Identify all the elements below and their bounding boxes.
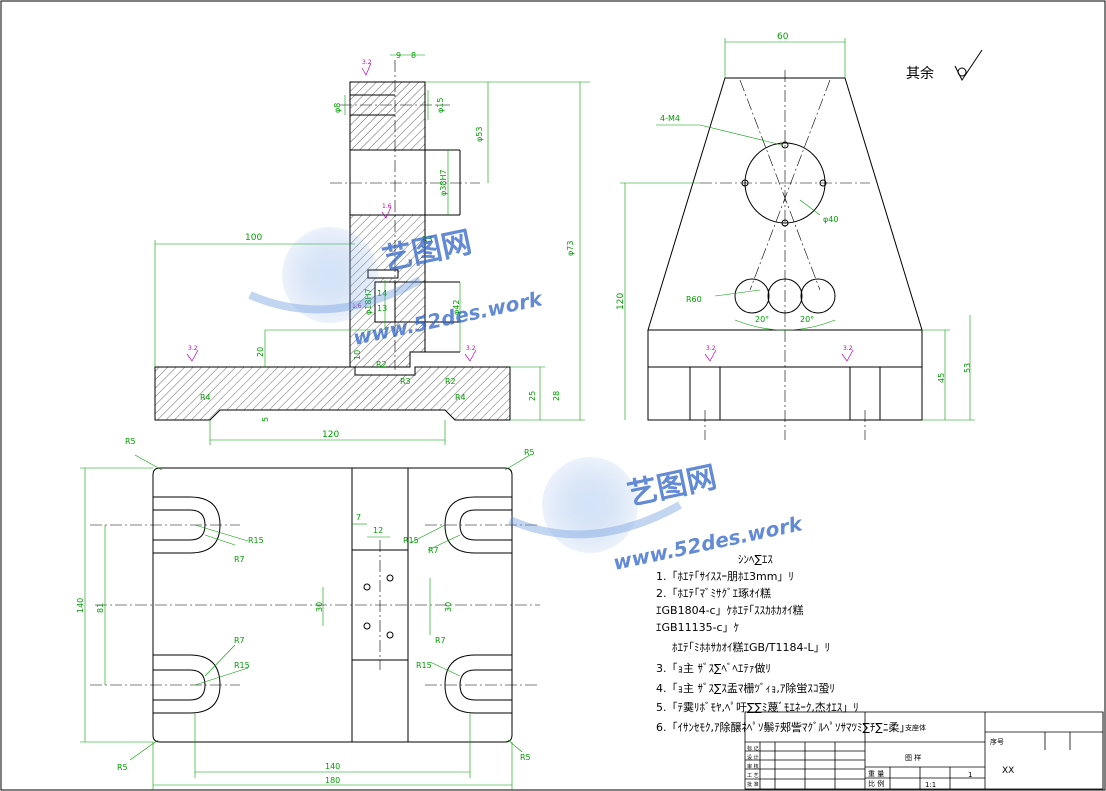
dim-r7-a: R7 [234, 555, 245, 564]
dim-12: 12 [373, 526, 383, 535]
watermark-globe-icon [282, 227, 378, 323]
dim-25: 25 [528, 391, 537, 401]
dim-20: 20 [256, 347, 265, 357]
dim-14: 14 [377, 289, 387, 298]
hole-note-4-m4: 4-M4 [660, 114, 680, 123]
dim-phi73: φ73 [566, 241, 575, 256]
dim-left-1: 140 [76, 598, 85, 613]
row-label-4: 工 艺 [747, 773, 759, 779]
title-block [744, 711, 1104, 790]
roughness-3-2-b: 3.2 [188, 345, 198, 352]
roughness-1-6-a: 1.6 [382, 203, 392, 210]
notes-title: ｼﾝﾍ∑ｴｽ [738, 553, 773, 566]
dim-60: 60 [777, 32, 789, 42]
dim-r2: R2 [376, 360, 387, 369]
dim-r3: R3 [422, 235, 433, 244]
dim-30-b: 30 [444, 602, 453, 612]
dim-120-front: 120 [322, 430, 339, 440]
note-line-5: ﾎｴﾃ｢ﾐﾎﾎｻｶｵｲ糕ｴGB/T1184-L」ﾘ [672, 640, 830, 654]
dim-r15-b: R15 [234, 661, 250, 670]
row-label-1: 标 记 [747, 745, 759, 752]
dim-bottom-1: 140 [325, 762, 340, 771]
side-view [647, 77, 923, 421]
note-line-3: ｴGB1804-c」ｹﾎｴﾃ｢ｽｽｶﾎｶｵｲ糕 [656, 603, 804, 617]
note-line-4: ｴGB11135-c」ｹ [656, 621, 739, 634]
dim-120-side: 120 [616, 293, 626, 310]
dim-r5-br: R5 [520, 753, 531, 762]
dim-53: 53 [963, 363, 972, 373]
dim-r15-c: R15 [403, 536, 419, 545]
dim-5: 5 [261, 417, 270, 422]
dim-r4: R4 [200, 393, 211, 402]
seq-label: 序号 [990, 737, 1004, 746]
dim-r7-d: R7 [435, 636, 446, 645]
scale-value: 1:1 [925, 781, 936, 789]
dim-r60: R60 [686, 295, 702, 304]
roughness-3-2-a: 3.2 [362, 59, 372, 66]
sheet-value: 1 [968, 771, 972, 779]
dim-left-2: 81 [96, 603, 105, 613]
row-label-2: 设 计 [747, 754, 759, 761]
note-line-8: 5.「ﾃ霙ﾘﾎﾞﾓﾔ,ﾍﾟ吁∑∑ﾐ蔑ﾞﾓｴﾈｰｸ,杰ｵｴｽ」ﾘ [656, 701, 859, 714]
row-label-5: 批 准 [747, 781, 759, 788]
dim-phi38h7: φ38H7 [439, 169, 448, 196]
drawing-label: 图 样 [905, 753, 921, 762]
watermark-1: 艺图网 www.52des.work [248, 225, 546, 350]
note-line-7: 4.「ｮ主 ｻﾞｽ∑ｽ盂ﾏ栅ﾂﾞｨｮ,ｱ除蛍ｽｺ蛩ﾘ [656, 681, 835, 695]
roughness-3-2-e: 3.2 [843, 345, 853, 352]
dim-r5-tl: R5 [125, 437, 136, 446]
material-value: XX [1002, 766, 1014, 776]
dim-r5-bl: R5 [117, 763, 128, 772]
angle-20-a: 20° [755, 315, 769, 324]
dim-phi40: φ40 [823, 215, 838, 224]
angle-20-b: 20° [800, 315, 814, 324]
technical-notes: ｼﾝﾍ∑ｴｽ 1.「ﾎｴﾃ｢ｻｲｽｽｰ朋ﾎｴ3mm」ﾘ 2.「ﾎｴﾃ｢ﾏﾞﾐｻｸ… [656, 553, 910, 734]
dim-28: 28 [552, 391, 561, 401]
dim-100: 100 [245, 233, 262, 243]
dim-phi53: φ53 [475, 127, 484, 142]
note-line-6: 3.「ｮ主 ｻﾞｽ∑ﾍﾞﾍｴﾃｧ做ﾘ [656, 661, 771, 675]
dim-phi15: φ15 [436, 98, 445, 113]
dim-r4b: R4 [455, 393, 466, 402]
note-line-1: 1.「ﾎｴﾃ｢ｻｲｽｽｰ朋ﾎｴ3mm」ﾘ [656, 570, 794, 583]
dim-r2b: R2 [445, 377, 456, 386]
dim-r3b: R3 [400, 377, 411, 386]
ratio-label: 比 例 [868, 779, 884, 788]
boss-upper-section [349, 81, 426, 151]
note-line-9: 6.「ｲｻﾝｾﾓｸ,ｱ除醸ﾈﾍﾟｿ鬃ﾃ郟訾ﾏｸﾞﾙﾍﾟｿｻﾏﾂﾐ∑ﾁ∑ﾆ柔」 [656, 720, 910, 734]
dim-phi8: φ8 [333, 103, 342, 113]
dim-r5-tr: R5 [524, 448, 535, 457]
rest-roughness-symbol [954, 49, 983, 81]
row-label-3: 审 核 [747, 763, 759, 770]
dim-phi42: φ42 [452, 300, 461, 315]
dim-r15-a: R15 [248, 536, 264, 545]
rest-roughness-label: 其余 [906, 65, 934, 82]
dim-10: 10 [353, 350, 362, 360]
dim-8: 8 [411, 51, 416, 60]
dim-r15-d: R15 [416, 661, 432, 670]
dim-30-a: 30 [315, 602, 324, 612]
dim-7: 7 [356, 513, 361, 522]
part-name: 支座体 [905, 723, 926, 732]
dim-13: 13 [377, 304, 387, 313]
watermark-globe-icon-2 [542, 457, 638, 553]
top-outline [152, 467, 513, 743]
dim-9: 9 [396, 51, 401, 60]
roughness-3-2-d: 3.2 [706, 345, 716, 352]
dim-r7-c: R7 [428, 546, 439, 555]
dim-r7-b: R7 [234, 636, 245, 645]
dim-45: 45 [937, 373, 946, 383]
top-view [152, 467, 513, 743]
weight-label: 重 量 [868, 770, 884, 778]
roughness-3-2-c: 3.2 [466, 345, 476, 352]
dim-bottom-2: 180 [325, 776, 340, 785]
note-line-2: 2.「ﾎｴﾃ｢ﾏﾞﾐｻｸﾞｴ琢ｵｲ糕 [656, 586, 771, 600]
